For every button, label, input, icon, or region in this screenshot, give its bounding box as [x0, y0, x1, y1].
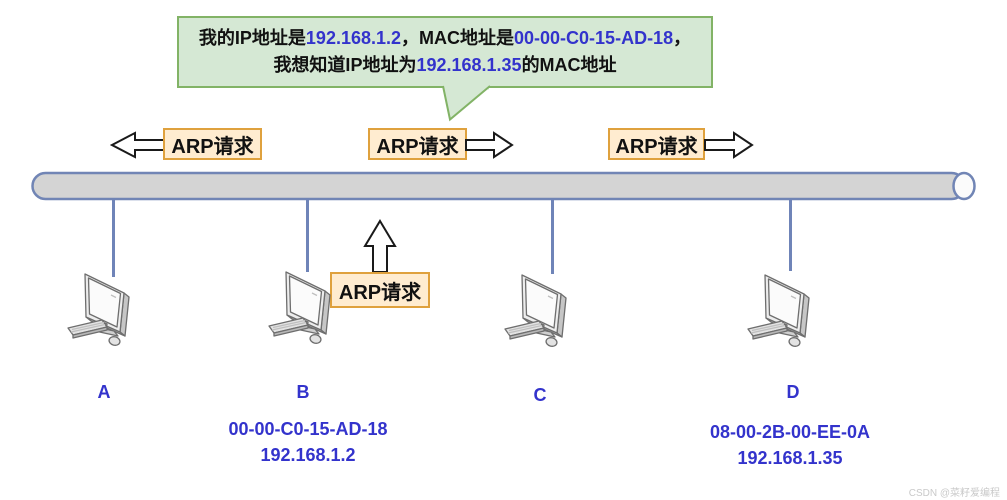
arp-request-text: ARP请求 [615, 135, 698, 158]
block-arrow-up-icon [363, 219, 397, 273]
arp-request-label-right: ARP请求 [608, 128, 705, 160]
bubble-mac-self: 00-00-C0-15-AD-18 [514, 28, 674, 48]
arp-request-text: ARP请求 [376, 135, 459, 158]
computer-icon [268, 271, 331, 346]
host-label-b: B [296, 382, 310, 402]
host-label-a: A [97, 382, 111, 402]
block-arrow-right-icon [465, 131, 514, 159]
speech-bubble: 我的IP地址是192.168.1.2，MAC地址是00-00-C0-15-AD-… [177, 16, 713, 88]
computer-icon [747, 274, 810, 349]
host-d-mac: 08-00-2B-00-EE-0A [709, 422, 871, 442]
speech-bubble-line1: 我的IP地址是192.168.1.2，MAC地址是00-00-C0-15-AD-… [199, 25, 691, 52]
bubble-text: 的MAC地址 [521, 55, 617, 75]
bus-drop-line-b [306, 199, 309, 272]
arp-request-label-host-b: ARP请求 [330, 272, 430, 308]
host-d-addresses: 08-00-2B-00-EE-0A 192.168.1.35 [678, 419, 902, 471]
block-arrow-right-icon [704, 131, 754, 159]
host-label-d: D [786, 382, 800, 402]
watermark: CSDN @菜籽爱编程 [908, 488, 1000, 499]
bus-drop-line-a [112, 199, 115, 277]
bubble-ip-self: 192.168.1.2 [305, 28, 402, 48]
speech-bubble-tail [442, 85, 491, 122]
bus-drop-line-d [789, 199, 792, 271]
bubble-text: 我的IP地址是 [198, 28, 306, 48]
arp-request-text: ARP请求 [171, 135, 254, 158]
network-bus [31, 171, 976, 201]
host-d-ip: 192.168.1.35 [737, 448, 843, 468]
computer-icon [67, 273, 130, 348]
arp-request-label-left: ARP请求 [163, 128, 262, 160]
host-label-c: C [533, 385, 547, 405]
arp-request-text: ARP请求 [338, 281, 422, 304]
bus-drop-line-c [551, 199, 554, 274]
host-b-ip: 192.168.1.2 [260, 445, 356, 465]
bubble-text: 我想知道IP地址为 [273, 55, 417, 75]
arp-request-label-center: ARP请求 [368, 128, 467, 160]
host-b-addresses: 00-00-C0-15-AD-18 192.168.1.2 [196, 416, 420, 468]
bubble-text: ，MAC地址是 [401, 28, 515, 48]
host-b-mac: 00-00-C0-15-AD-18 [228, 419, 388, 439]
bubble-text: ， [673, 28, 692, 48]
block-arrow-left-icon [110, 131, 165, 159]
computer-icon [504, 274, 567, 349]
speech-bubble-line2: 我想知道IP地址为192.168.1.35的MAC地址 [273, 52, 616, 79]
bubble-ip-target: 192.168.1.35 [416, 55, 522, 75]
